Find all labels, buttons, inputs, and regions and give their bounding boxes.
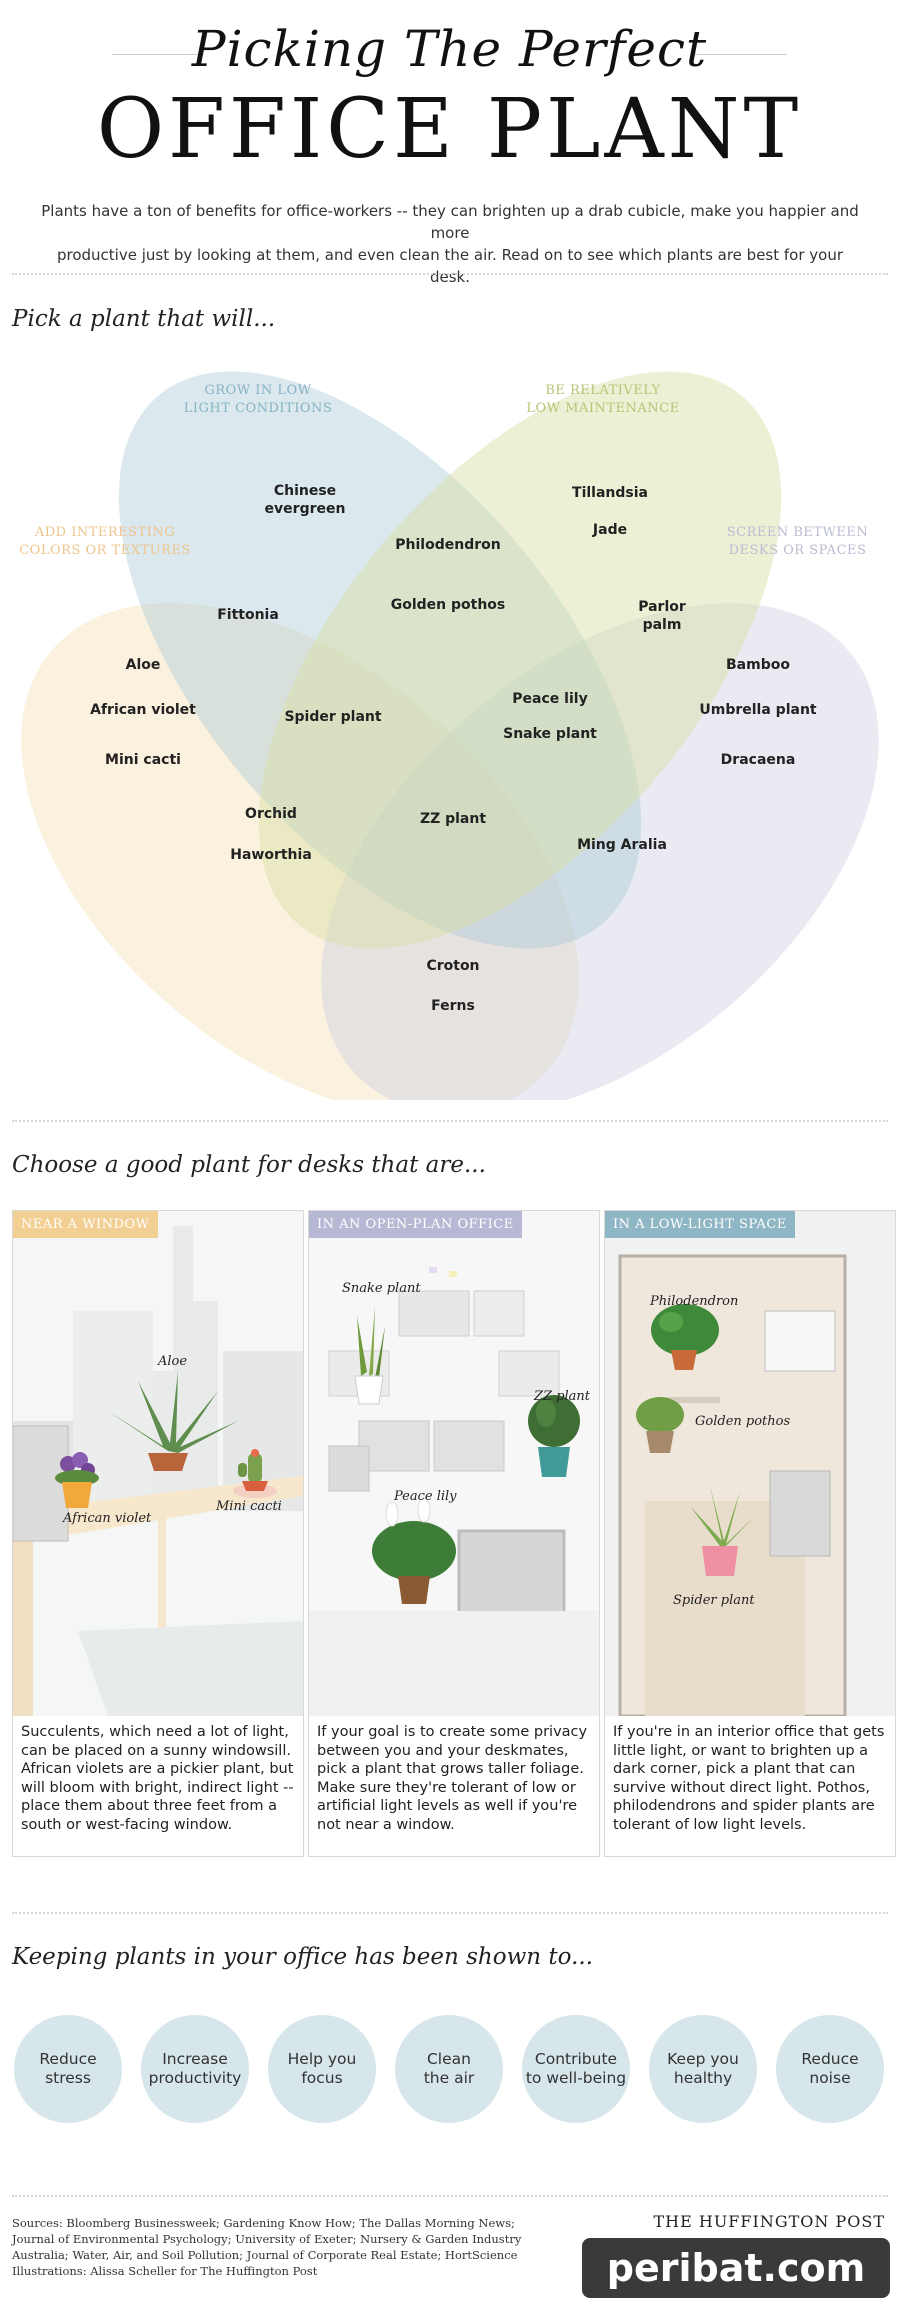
label-spider-plant: Spider plant [673, 1593, 755, 1608]
panel-text-window: Succulents, which need a lot of light, c… [21, 1724, 294, 1833]
venn-diagram [21, 371, 879, 1100]
plant-peace-lily: Peace lily [512, 691, 588, 707]
ellipse-low-light [118, 371, 642, 949]
mini-cacti-icon [233, 1449, 277, 1498]
plant-orchid: Orchid [245, 806, 297, 822]
low-light-illustration [605, 1211, 895, 1716]
tag-low-light: IN A LOW-LIGHT SPACE [605, 1211, 795, 1238]
panel-text-open-plan: If your goal is to create some privacy b… [317, 1724, 588, 1833]
plant-african-violet: African violet [90, 702, 196, 718]
plant-dracaena: Dracaena [720, 752, 796, 768]
plant-haworthia: Haworthia [230, 847, 312, 863]
golden-pothos-icon [636, 1397, 684, 1453]
plant-jade: Jade [592, 522, 628, 538]
plant-philodendron: Philodendron [395, 537, 501, 553]
cat-colors: ADD INTERESTING COLORS OR TEXTURES [19, 525, 191, 558]
label-philodendron: Philodendron [650, 1294, 739, 1309]
peace-lily-icon [372, 1497, 456, 1604]
plant-tillandsia: Tillandsia [572, 485, 648, 501]
divider [12, 273, 888, 275]
watermark: peribat.com [582, 2238, 890, 2298]
panel-near-window: NEAR A WINDOW Aloe African violet Mini c… [12, 1210, 304, 1857]
page-title: OFFICE PLANT [96, 82, 803, 177]
aloe-icon [108, 1371, 238, 1471]
philodendron-icon [651, 1304, 719, 1370]
label-zz-plant: ZZ plant [534, 1389, 591, 1404]
plant-bamboo: Bamboo [726, 657, 790, 673]
label-snake-plant: Snake plant [342, 1281, 421, 1296]
cat-low-light: GROW IN LOW LIGHT CONDITIONS [183, 383, 333, 416]
title-rule-left [112, 54, 204, 55]
plant-mini-cacti: Mini cacti [105, 752, 181, 768]
plant-zz-plant: ZZ plant [419, 811, 487, 827]
plant-snake-plant: Snake plant [503, 726, 597, 742]
divider [12, 1912, 888, 1914]
plant-aloe: Aloe [125, 657, 161, 673]
plant-ferns: Ferns [431, 998, 475, 1014]
label-aloe: Aloe [158, 1354, 188, 1369]
plant-chinese-evergreen: Chinese evergreen [264, 483, 346, 517]
intro-text: Plants have a ton of benefits for office… [41, 202, 859, 286]
label-african-violet: African violet [63, 1511, 152, 1526]
cat-low-maintenance: BE RELATIVELY LOW MAINTENANCE [526, 383, 680, 416]
plant-croton: Croton [426, 958, 480, 974]
title-script: Picking The Perfect [191, 20, 708, 78]
benefits-heading: Keeping plants in your office has been s… [12, 1944, 594, 1970]
divider [12, 2195, 888, 2197]
ellipse-screen [321, 603, 879, 1100]
snake-plant-icon [354, 1306, 385, 1405]
plant-ming-aralia: Ming Aralia [577, 837, 667, 853]
label-mini-cacti: Mini cacti [216, 1499, 282, 1514]
spider-plant-icon [690, 1486, 755, 1576]
panel-open-plan: IN AN OPEN-PLAN OFFICE Snake plant ZZ pl… [308, 1210, 600, 1857]
title-rule-right [695, 54, 787, 55]
cat-screen: SCREEN BETWEEN DESKS OR SPACES [726, 525, 869, 558]
african-violet-icon [55, 1452, 99, 1508]
tag-near-window: NEAR A WINDOW [13, 1211, 158, 1238]
panel-low-light: IN A LOW-LIGHT SPACE Philodendron Golden… [604, 1210, 896, 1857]
plant-golden-pothos: Golden pothos [390, 597, 506, 613]
venn-heading: Pick a plant that will... [12, 306, 276, 332]
brand-logo: THE HUFFINGTON POST [653, 2212, 885, 2231]
open-plan-illustration [309, 1211, 599, 1716]
plant-spider-plant: Spider plant [284, 709, 382, 725]
tag-open-plan: IN AN OPEN-PLAN OFFICE [309, 1211, 522, 1238]
plant-fittonia: Fittonia [217, 607, 279, 623]
label-peace-lily: Peace lily [394, 1489, 457, 1504]
zz-plant-icon [528, 1395, 580, 1477]
ellipse-colors [21, 603, 579, 1100]
plant-parlor-palm: Parlor palm [638, 599, 686, 633]
desks-heading: Choose a good plant for desks that are..… [12, 1152, 486, 1178]
plant-umbrella-plant: Umbrella plant [699, 702, 817, 718]
ellipse-low-maintenance [258, 371, 782, 949]
divider [12, 1120, 888, 1122]
panel-text-low-light: If you're in an interior office that get… [613, 1724, 885, 1833]
label-golden-pothos: Golden pothos [695, 1414, 791, 1429]
sources: Sources: Bloomberg Businessweek; Gardeni… [12, 2216, 522, 2278]
